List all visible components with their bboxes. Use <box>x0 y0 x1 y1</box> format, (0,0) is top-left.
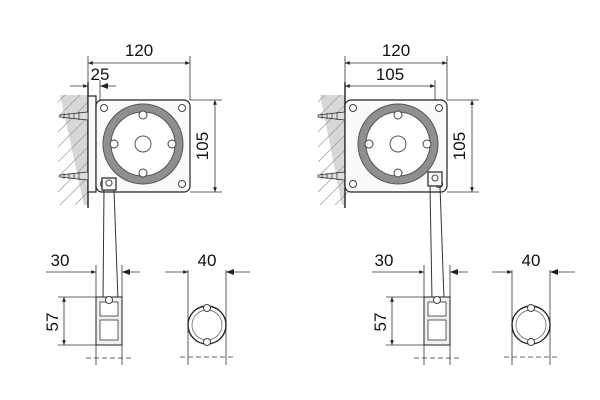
corner-hole-icon <box>178 104 186 112</box>
axle-hole-icon <box>134 135 152 153</box>
corner-hole-icon <box>178 180 186 188</box>
height-dimension: 105 <box>450 132 469 160</box>
drum-section-left <box>180 270 234 365</box>
corner-hole-icon <box>349 104 357 112</box>
rail-height-dimension: 57 <box>371 313 390 332</box>
rail-profile-right <box>414 295 460 365</box>
corner-hole-icon <box>435 104 443 112</box>
screw-icon <box>59 171 89 181</box>
rail-profile-left <box>86 295 132 365</box>
drum-section-right <box>504 270 558 365</box>
corner-hole-icon <box>100 104 108 112</box>
section-width-dimension: 40 <box>522 251 541 270</box>
variant-left: 120 25 105 30 57 <box>43 41 250 365</box>
offset-dimension: 105 <box>376 65 404 84</box>
section-width-dimension: 40 <box>198 251 217 270</box>
corner-hole-icon <box>349 180 357 188</box>
strap-line <box>439 185 445 301</box>
offset-dimension: 25 <box>91 65 110 84</box>
strap-line <box>113 189 119 301</box>
axle-hole-icon <box>389 135 407 153</box>
width-dimension: 120 <box>382 41 410 60</box>
screw-icon <box>59 111 89 121</box>
strap-line <box>429 185 433 301</box>
mounting-bracket-left <box>87 95 97 193</box>
strap-line <box>102 189 105 301</box>
rail-height-dimension: 57 <box>43 313 62 332</box>
screw-icon <box>317 111 346 121</box>
variant-right: 120 105 105 30 57 <box>317 41 575 365</box>
wall-section-right <box>318 82 348 208</box>
height-dimension: 105 <box>193 132 212 160</box>
screw-icon <box>317 171 346 181</box>
rail-width-dimension: 30 <box>375 251 394 270</box>
wall-section-left <box>58 82 89 208</box>
width-dimension: 120 <box>125 41 153 60</box>
rail-width-dimension: 30 <box>51 251 70 270</box>
